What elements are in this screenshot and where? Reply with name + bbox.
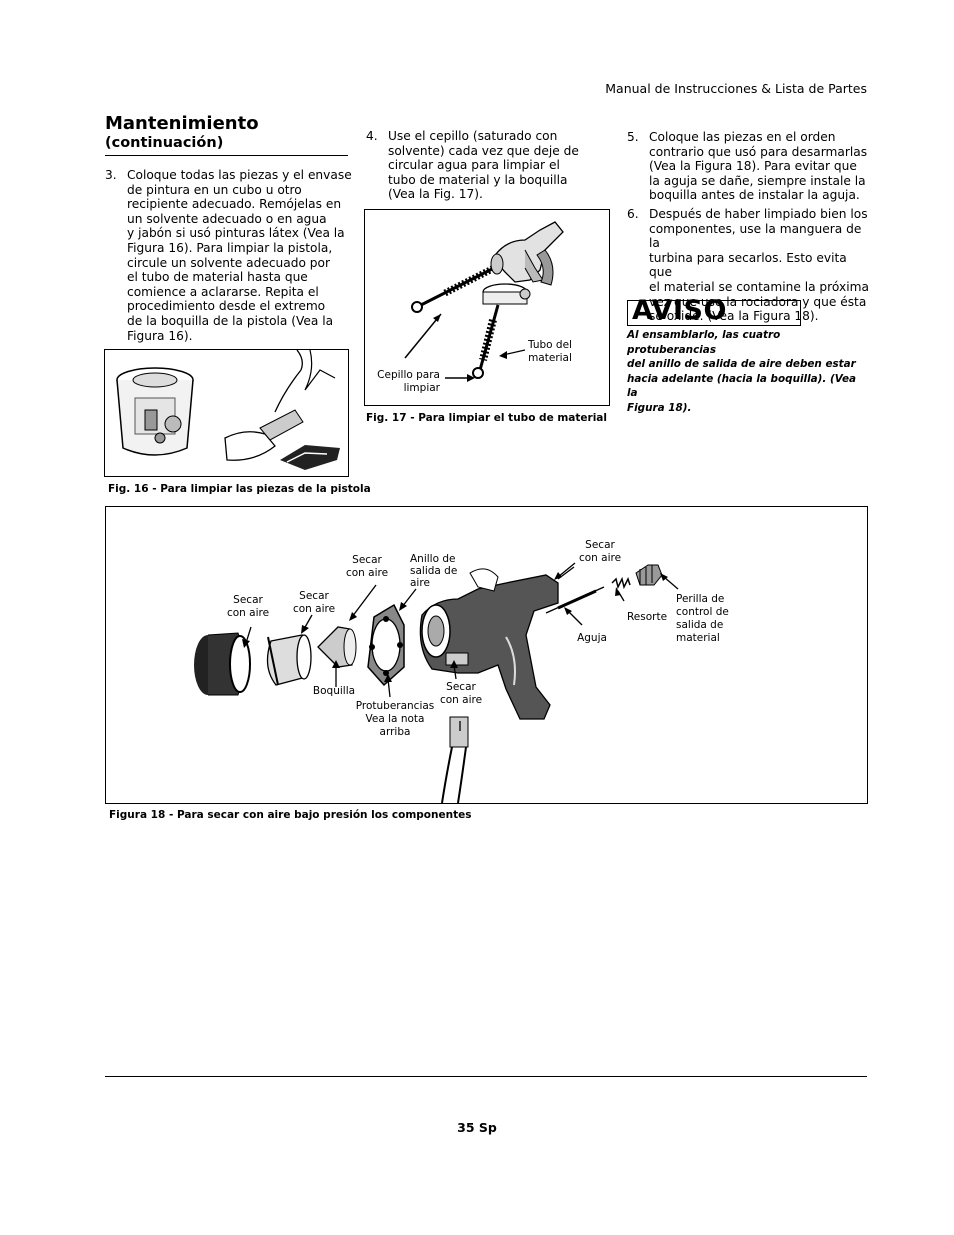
line: Coloque todas las piezas y el envase (127, 168, 352, 182)
section-subtitle: (continuación) (105, 135, 224, 151)
step-number: 5. (627, 130, 639, 144)
aviso-box (627, 300, 801, 326)
line: componentes, use la manguera de la (649, 221, 862, 251)
line: y jabón si usó pinturas látex (Vea la (127, 226, 345, 241)
step-text: Después de haber limpiado bien los compo… (649, 207, 872, 324)
line: arriba (379, 726, 411, 738)
line: con aire (292, 603, 336, 615)
step-number: 4. (366, 129, 378, 143)
line: Cepillo para (377, 369, 440, 381)
step-number: 6. (627, 207, 639, 221)
line: el tubo de material hasta que (127, 270, 308, 285)
line: Al ensamblarlo, las cuatro protuberancia… (627, 329, 781, 356)
line: Después de haber limpiado bien los (649, 207, 868, 221)
label-aguja: Aguja (577, 632, 607, 644)
line: Secar (299, 590, 329, 602)
line: Anillo de (410, 553, 456, 565)
line: circule un solvente adecuado por (127, 255, 330, 270)
step-text: Coloque todas las piezas y el envase de … (127, 168, 352, 343)
line: del anillo de salida de aire deben estar (627, 358, 856, 371)
line: turbina para secarlos. Esto evita que (649, 250, 847, 280)
line: Figura 16). Para limpiar la pistola, (127, 240, 333, 255)
line: Use el cepillo (saturado con (388, 129, 558, 143)
fig18-illustration (194, 562, 679, 803)
line: el material se contamine la próxima (649, 279, 869, 294)
fig16-illustration (116, 350, 340, 470)
line: comience a aclararse. Repita el (127, 284, 319, 299)
step-4: 4. Use el cepillo (saturado con solvente… (366, 129, 606, 202)
line: Secar (585, 539, 615, 551)
line: aire (410, 577, 430, 589)
line: de la boquilla de la pistola (Vea la (127, 313, 334, 328)
label-resorte: Resorte (626, 611, 668, 623)
line: Perilla de (676, 593, 725, 605)
line: con aire (439, 694, 483, 706)
fig17-illustration (404, 221, 564, 382)
line: con aire (226, 607, 270, 619)
title-divider (105, 155, 348, 156)
line: recipiente adecuado. Remójelas en (127, 197, 342, 212)
line: con aire (578, 552, 622, 564)
line: limpiar (403, 382, 440, 394)
line: Coloque las piezas en el orden (649, 130, 836, 144)
label-secar-3: Secar con aire (339, 554, 395, 580)
line: vez que use la rociadora y que ésta (649, 294, 867, 309)
label-protuberancias: Protuberancias Vea la nota arriba (352, 700, 438, 739)
line: Secar (446, 681, 476, 693)
footer-divider (105, 1076, 867, 1077)
label-secar-top: Secar con aire (572, 539, 628, 565)
line: Secar (352, 554, 382, 566)
label-tube: Tubo del material (522, 339, 578, 365)
line: control de (676, 606, 729, 618)
line: contrario que usó para desarmarlas (649, 144, 868, 159)
label-boquilla: Boquilla (312, 685, 356, 697)
line: Secar (233, 594, 263, 606)
running-header: Manual de Instrucciones & Lista de Parte… (605, 81, 867, 96)
step-text: Coloque las piezas en el orden contrario… (649, 130, 867, 203)
figure-18 (105, 506, 868, 804)
label-anillo: Anillo de salida de aire (410, 553, 462, 589)
line: de pintura en un cubo u otro (127, 182, 302, 197)
label-secar-1: Secar con aire (220, 594, 276, 620)
figure-17 (364, 209, 610, 406)
line: Tubo del (528, 339, 572, 351)
step-text: Use el cepillo (saturado con solvente) c… (388, 129, 579, 202)
line: material (676, 632, 720, 644)
label-brush: Cepillo para limpiar (368, 369, 440, 395)
line: Protuberancias (355, 700, 435, 712)
line: salida de (410, 565, 458, 577)
line: con aire (345, 567, 389, 579)
line: material (528, 352, 572, 364)
label-perilla: Perilla de control de salida de material (676, 593, 746, 645)
step-number: 3. (105, 168, 117, 182)
aviso-note: Al ensamblarlo, las cuatro protuberancia… (627, 328, 867, 416)
line: Figura 16). (127, 328, 193, 343)
line: Vea la nota (365, 713, 425, 725)
label-secar-bottom: Secar con aire (433, 681, 489, 707)
line: procedimiento desde el extremo (127, 299, 326, 314)
section-title: Mantenimiento (105, 113, 259, 134)
line: se oxide. (Vea la Figura 18). (649, 309, 819, 324)
figure-16 (104, 349, 349, 477)
line: hacia adelante (hacia la boquilla). (Vea… (627, 372, 857, 400)
aviso-heading: AVISO (632, 295, 727, 326)
line: (Vea la Fig. 17). (388, 187, 483, 202)
line: la aguja se dañe, siempre instale la (649, 173, 866, 188)
line: un solvente adecuado o en agua (127, 211, 327, 226)
line: (Vea la Figura 18). Para evitar que (649, 159, 857, 174)
step-3: 3. Coloque todas las piezas y el envase … (105, 168, 355, 343)
label-secar-2: Secar con aire (286, 590, 342, 616)
page-number: 35 Sp (457, 1120, 497, 1135)
line: circular agua para limpiar el (388, 158, 560, 173)
fig18-caption: Figura 18 - Para secar con aire bajo pre… (109, 809, 472, 821)
line: boquilla antes de instalar la aguja. (649, 188, 860, 203)
step-5: 5. Coloque las piezas en el orden contra… (627, 130, 872, 203)
line: Figura 18). (627, 401, 692, 414)
line: tubo de material y la boquilla (388, 172, 568, 187)
line: solvente) cada vez que deje de (388, 143, 579, 158)
fig17-caption: Fig. 17 - Para limpiar el tubo de materi… (366, 412, 607, 424)
step-6: 6. Después de haber limpiado bien los co… (627, 207, 872, 324)
fig16-caption: Fig. 16 - Para limpiar las piezas de la … (108, 483, 371, 495)
line: salida de (676, 619, 724, 631)
